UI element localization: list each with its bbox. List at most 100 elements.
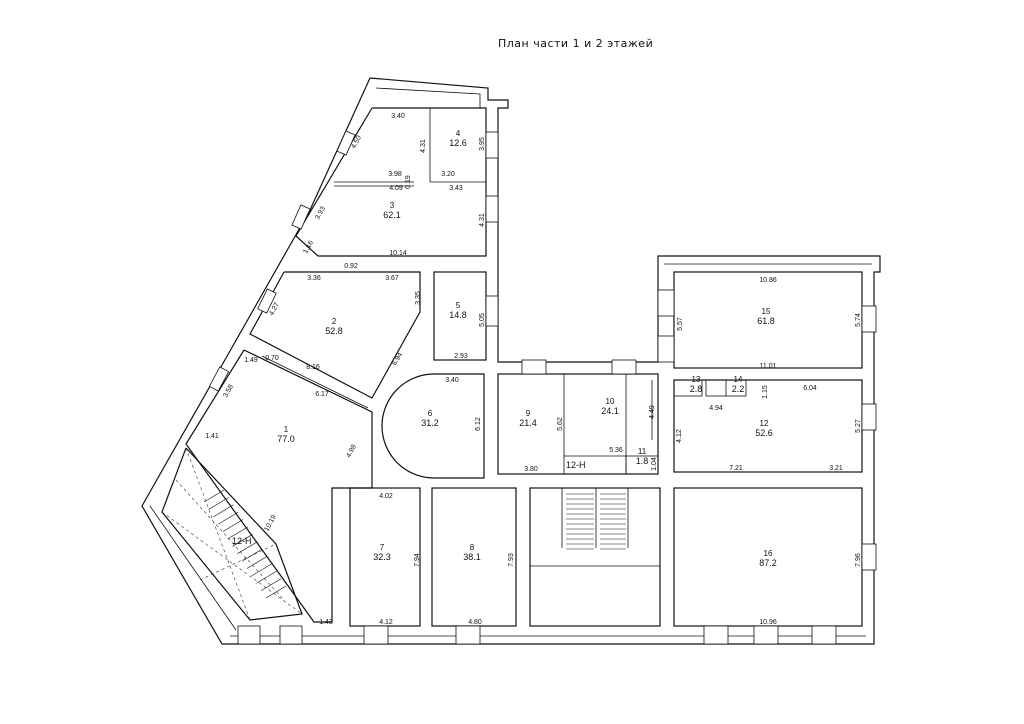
room-number-3: 3	[390, 201, 395, 210]
dimension-label: 5.05	[479, 313, 486, 327]
room-area-8: 38.1	[463, 552, 481, 562]
room-area-14: 2.2	[732, 384, 745, 394]
stair-tread	[208, 497, 229, 510]
dimension-label: 5.36	[609, 447, 623, 454]
stair-label-middle: 12-Н	[566, 460, 586, 470]
room-number-5: 5	[456, 301, 461, 310]
stair-tread	[251, 563, 272, 577]
dimension-label: 2.93	[454, 353, 468, 360]
dimension-label: 7.93	[508, 553, 515, 567]
room-area-10: 24.1	[601, 406, 619, 416]
room-number-15: 15	[762, 307, 771, 316]
room-number-16: 16	[764, 549, 773, 558]
room-number-13: 13	[692, 375, 701, 384]
room-number-7: 7	[380, 543, 385, 552]
plan-title: План части 1 и 2 этажей	[498, 37, 653, 50]
stair-tread	[265, 585, 287, 599]
dimension-label: 5.27	[855, 419, 862, 433]
dimension-label: 4.31	[479, 213, 486, 227]
stair-tread	[218, 511, 239, 525]
room-number-11: 11	[638, 447, 647, 456]
dimension-label: 10.86	[759, 277, 777, 284]
dimension-label: 6.17	[315, 391, 329, 398]
room-area-2: 52.8	[325, 326, 343, 336]
dimension-label: 6.12	[475, 417, 482, 431]
dimension-label: 6.04	[803, 385, 817, 392]
dimension-label: 3.40	[391, 113, 405, 120]
dimension-label: 5.62	[557, 417, 564, 431]
stair-tread	[241, 548, 263, 562]
dimension-label: 6.94	[391, 352, 404, 367]
stair-tread	[256, 570, 277, 584]
room-number-9: 9	[526, 409, 531, 418]
room-area-12: 52.6	[755, 428, 773, 438]
room-area-4: 12.6	[449, 138, 467, 148]
dimension-label: 0.19	[405, 175, 412, 189]
dimension-label: 4.49	[649, 405, 656, 419]
dimension-label: 4.98	[345, 444, 358, 459]
dimension-label: 3.36	[307, 275, 321, 282]
dimension-label: 3.40	[445, 377, 459, 384]
room-number-10: 10	[606, 397, 615, 406]
room-2-walls	[249, 271, 421, 399]
dimension-label: 3.58	[222, 384, 235, 399]
dimension-label: 8.16	[306, 364, 320, 371]
room-number-1: 1	[284, 425, 289, 434]
room-area-9: 21.4	[519, 418, 537, 428]
middle-stair-steps	[566, 493, 626, 550]
room-area-15: 61.8	[757, 316, 775, 326]
dimension-label: 7.94	[414, 553, 421, 567]
stair-tread	[203, 489, 225, 503]
middle-stair	[529, 487, 661, 627]
room-number-8: 8	[470, 543, 475, 552]
room-area-5: 14.8	[449, 310, 467, 320]
room-labels: 177.0252.8362.1412.6514.8631.2732.3838.1…	[277, 129, 777, 568]
dimension-label: 4.12	[379, 619, 393, 626]
room-area-11: 1.8	[636, 456, 649, 466]
room-area-1: 77.0	[277, 434, 295, 444]
dimension-label: 7.96	[855, 553, 862, 567]
dimension-label: 3.43	[449, 185, 463, 192]
dimension-label: 1.04	[651, 457, 658, 471]
dimension-label: 10.19	[263, 514, 277, 533]
dimension-label: 1.49	[244, 357, 258, 364]
room-number-12: 12	[760, 419, 769, 428]
room-6-walls	[381, 373, 485, 479]
dimension-label: 11.01	[760, 363, 777, 370]
dimension-label: 1.43	[319, 619, 333, 626]
left-stair	[161, 447, 303, 621]
dimension-label: 1.15	[762, 385, 769, 399]
dimension-label: 3.67	[385, 275, 399, 282]
dimension-label: 7.21	[729, 465, 743, 472]
dimension-label: 10.14	[389, 250, 407, 257]
stair-tread	[222, 519, 244, 532]
dimension-label: 4.12	[676, 429, 683, 443]
dimension-label: 1.16	[302, 240, 315, 255]
dimension-label: 0.70	[265, 355, 279, 362]
room-area-3: 62.1	[383, 210, 401, 220]
stair-tread	[237, 541, 258, 554]
dimension-label: 4.80	[468, 619, 482, 626]
room-area-16: 87.2	[759, 558, 777, 568]
stair-label-left: 12-Н	[232, 536, 252, 546]
room-9-10-11-walls	[497, 373, 659, 475]
room-area-6: 31.2	[421, 418, 439, 428]
dimension-label: 3.98	[388, 171, 402, 178]
dimension-label: 3.80	[524, 466, 538, 473]
dimension-label: 10.96	[759, 619, 777, 626]
dimension-label: 1.41	[205, 433, 219, 440]
dimension-label: 5.74	[855, 313, 862, 327]
stair-tread	[227, 526, 249, 540]
room-3-4-walls	[295, 107, 487, 257]
dimension-label: 4.09	[389, 185, 403, 192]
stair-tread	[261, 578, 282, 591]
dimension-label: 0.92	[344, 263, 358, 270]
room-number-4: 4	[456, 129, 461, 138]
stair-tread	[213, 504, 234, 518]
stair-tread	[246, 556, 268, 569]
dimension-label: 5.57	[677, 317, 684, 331]
dimension-label: 3.35	[415, 291, 422, 305]
room-area-13: 2.8	[690, 384, 703, 394]
left-stair-steps	[203, 489, 287, 599]
